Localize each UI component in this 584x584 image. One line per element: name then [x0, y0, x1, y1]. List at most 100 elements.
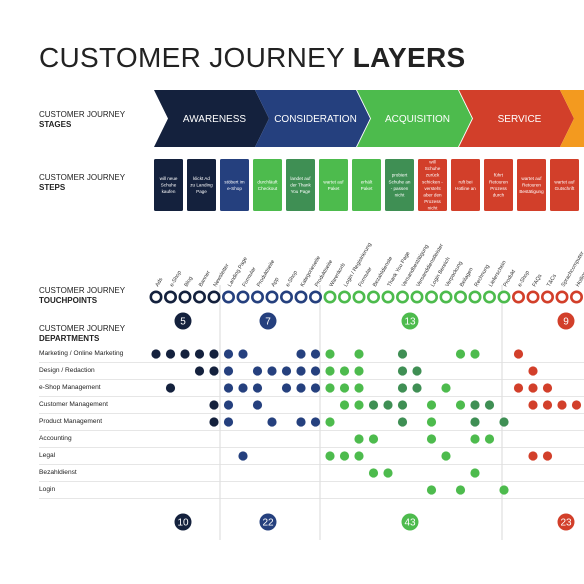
- department-dot: [470, 434, 480, 444]
- department-dot: [470, 468, 480, 478]
- department-dot: [470, 400, 480, 410]
- touchpoint-ring: [193, 290, 207, 304]
- touchpoint-ring: [410, 290, 424, 304]
- department-label: e-Shop Management: [39, 383, 101, 391]
- touchpoint-ring: [251, 290, 265, 304]
- department-dot: [310, 383, 321, 393]
- touchpoint-ring: [482, 290, 496, 304]
- step-box: [187, 159, 216, 211]
- stage-label: CONSIDERATION: [274, 114, 357, 125]
- department-dot: [252, 383, 263, 393]
- stage-chevron: [154, 90, 269, 147]
- department-dot: [426, 400, 437, 410]
- label-stages: CUSTOMER JOURNEY STAGES: [39, 110, 125, 130]
- department-dot: [397, 400, 408, 410]
- label-steps-line2: STEPS: [39, 183, 66, 192]
- touchpoint-label: Login / Registrierung: [343, 242, 373, 288]
- department-dot: [339, 451, 350, 461]
- department-dot: [325, 417, 335, 427]
- step-box: [550, 159, 579, 211]
- department-label: Bezahldienst: [39, 468, 77, 476]
- touchpoint-label: e-Shop: [517, 270, 531, 288]
- touchpoint-label: Ads: [155, 277, 165, 288]
- department-dot: [354, 383, 364, 393]
- department-dot: [542, 400, 553, 410]
- touchpoint-count-circle: [259, 312, 277, 330]
- step-box: [253, 159, 282, 211]
- department-dot: [238, 383, 248, 393]
- touchpoint-ring: [164, 290, 178, 304]
- department-dot: [528, 366, 538, 376]
- department-dot: [310, 417, 321, 427]
- touchpoint-label: T&Cs: [546, 273, 558, 288]
- touchpoint-ring: [265, 290, 279, 304]
- department-dot: [426, 434, 437, 444]
- department-dot: [281, 366, 292, 376]
- department-dot: [441, 451, 451, 461]
- department-dot: [397, 366, 408, 376]
- department-label: Marketing / Online Marketing: [39, 349, 124, 357]
- department-count-circle: [259, 513, 277, 531]
- department-label: Customer Management: [39, 400, 108, 408]
- touchpoint-ring: [395, 290, 409, 304]
- label-departments: CUSTOMER JOURNEY DEPARTMENTS: [39, 324, 125, 344]
- department-dot: [339, 400, 350, 410]
- department-dot: [354, 366, 364, 376]
- department-dot: [397, 383, 408, 393]
- department-dot: [354, 349, 364, 359]
- department-dot: [325, 366, 335, 376]
- department-count-circle: [557, 513, 575, 531]
- touchpoint-label: Beilagen: [459, 267, 475, 288]
- department-count-value: 43: [404, 518, 416, 529]
- touchpoint-label: App: [271, 277, 281, 288]
- department-label: Accounting: [39, 434, 72, 442]
- stage-chevron: [255, 90, 370, 147]
- touchpoint-label: Produkt: [503, 268, 518, 288]
- title-light: CUSTOMER JOURNEY: [39, 42, 345, 73]
- label-steps-line1: CUSTOMER JOURNEY: [39, 173, 126, 182]
- department-dot: [194, 349, 205, 359]
- touchpoint-ring: [511, 290, 525, 304]
- step-box: [286, 159, 315, 211]
- touchpoint-count-circle: [401, 312, 419, 330]
- department-dot: [354, 400, 364, 410]
- step-box: [418, 159, 447, 211]
- touchpoint-count-value: 7: [265, 317, 271, 328]
- department-dot: [368, 434, 379, 444]
- department-dot: [528, 451, 538, 461]
- department-dot: [557, 400, 567, 410]
- department-dot: [513, 349, 524, 359]
- department-dot: [470, 417, 480, 427]
- touchpoint-label: FAQs: [532, 273, 544, 288]
- touchpoint-ring: [294, 290, 308, 304]
- touchpoint-ring: [352, 290, 366, 304]
- department-dot: [238, 451, 248, 461]
- department-dot: [354, 451, 364, 461]
- step-box: [319, 159, 348, 211]
- department-dot: [412, 383, 422, 393]
- department-dot: [354, 434, 364, 444]
- department-dot: [441, 383, 451, 393]
- department-dot: [383, 400, 393, 410]
- department-dot: [194, 366, 205, 376]
- touchpoint-ring: [424, 290, 438, 304]
- step-box: [484, 159, 513, 211]
- department-dot: [310, 366, 321, 376]
- department-label: Product Management: [39, 417, 103, 425]
- department-dot: [325, 383, 335, 393]
- department-dot: [397, 349, 408, 359]
- department-dot: [325, 451, 335, 461]
- department-dot: [209, 366, 219, 376]
- department-dot: [151, 349, 161, 359]
- department-dot: [383, 468, 393, 478]
- label-touchpoints-line1: CUSTOMER JOURNEY: [39, 286, 126, 295]
- department-dot: [209, 349, 219, 359]
- department-count-circle: [174, 513, 192, 531]
